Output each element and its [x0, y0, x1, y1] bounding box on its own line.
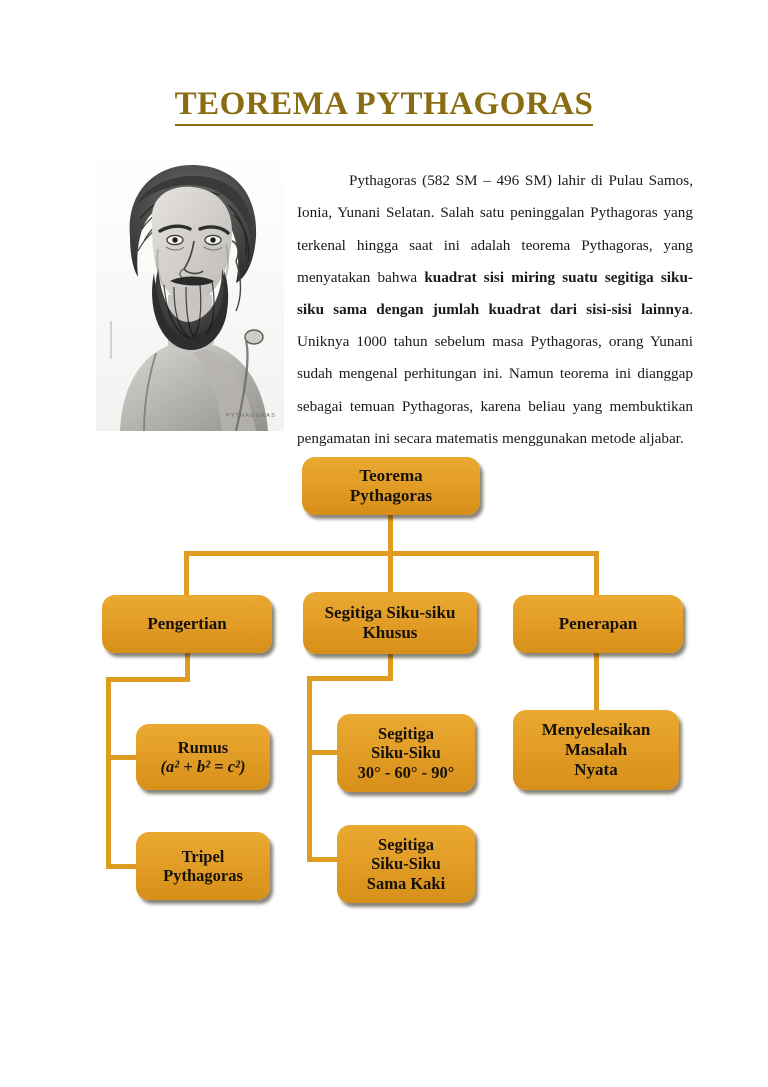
node-root-line2: Pythagoras: [349, 486, 433, 505]
node-penerapan[interactable]: Penerapan: [513, 595, 683, 653]
connector-branch-3060: [307, 750, 343, 755]
node-khusus-line1: Segitiga Siku-siku: [324, 602, 456, 622]
page-title: TEOREMA PYTHAGORAS: [0, 86, 768, 126]
node-segitiga-siku-siku-30-60-90[interactable]: Segitiga Siku-Siku 30° - 60° - 90°: [337, 714, 475, 792]
connector-khusus-stem: [388, 652, 393, 680]
node-tripel-line1: Tripel: [181, 846, 225, 866]
intro-part1: Pythagoras (582 SM – 496 SM) lahir di Pu…: [297, 172, 693, 286]
node-3060-line2: Siku-Siku: [371, 743, 441, 763]
connector-pengertian-spine: [106, 677, 111, 869]
connector-pengertian-turn: [106, 677, 190, 682]
connector-drop-penerapan: [594, 551, 599, 599]
connector-khusus-spine: [307, 676, 312, 862]
node-3060-line3: 30° - 60° - 90°: [357, 762, 455, 782]
node-khusus-line2: Khusus: [362, 623, 418, 642]
node-nyata-line3: Nyata: [574, 760, 618, 780]
node-rumus[interactable]: Rumus (a² + b² = c²): [136, 724, 270, 790]
node-segitiga-siku-siku-khusus[interactable]: Segitiga Siku-siku Khusus: [303, 592, 477, 654]
node-menyelesaikan-masalah-nyata[interactable]: Menyelesaikan Masalah Nyata: [513, 710, 679, 790]
connector-drop-khusus: [388, 551, 393, 596]
node-teorema-pythagoras[interactable]: Teorema Pythagoras: [302, 457, 480, 515]
intro-bold-statement: kuadrat sisi miring suatu segitiga siku-…: [297, 268, 693, 318]
node-samakaki-line2: Siku-Siku: [371, 854, 441, 874]
connector-root-stem: [388, 512, 393, 555]
connector-branch-samakaki: [307, 857, 343, 862]
connector-branch-tripel: [106, 864, 142, 869]
node-tripel-pythagoras[interactable]: Tripel Pythagoras: [136, 832, 270, 900]
pythagoras-portrait-image: PYTHAGORAS: [96, 145, 284, 431]
intro-part2: . Uniknya 1000 tahun sebelum masa Pythag…: [297, 301, 693, 447]
node-nyata-line1: Menyelesaikan: [541, 719, 651, 739]
pythagoras-concept-map: Teorema Pythagoras Pengertian Segitiga S…: [0, 452, 768, 952]
connector-branch-rumus: [106, 755, 142, 760]
node-samakaki-line1: Segitiga: [378, 834, 434, 854]
node-rumus-formula: (a² + b² = c²): [160, 757, 246, 776]
node-3060-line1: Segitiga: [378, 723, 434, 743]
connector-khusus-turn: [307, 676, 393, 681]
page-title-text: TEOREMA PYTHAGORAS: [174, 86, 594, 126]
connector-penerapan-to-nyata: [594, 651, 599, 715]
node-segitiga-siku-siku-sama-kaki[interactable]: Segitiga Siku-Siku Sama Kaki: [337, 825, 475, 903]
node-penerapan-label: Penerapan: [558, 613, 638, 633]
portrait-signature: PYTHAGORAS: [225, 413, 276, 419]
node-tripel-line2: Pythagoras: [163, 866, 243, 885]
connector-drop-pengertian: [184, 551, 189, 599]
connector-pengertian-stem: [185, 651, 190, 681]
node-rumus-label: Rumus: [177, 737, 229, 757]
node-nyata-line2: Masalah: [564, 739, 628, 759]
node-samakaki-line3: Sama Kaki: [366, 873, 446, 893]
node-root-line1: Teorema: [359, 465, 423, 485]
node-pengertian-label: Pengertian: [147, 613, 227, 633]
pythagoras-sketch-svg: [96, 145, 284, 431]
node-pengertian[interactable]: Pengertian: [102, 595, 272, 653]
intro-paragraph: Pythagoras (582 SM – 496 SM) lahir di Pu…: [297, 165, 693, 455]
